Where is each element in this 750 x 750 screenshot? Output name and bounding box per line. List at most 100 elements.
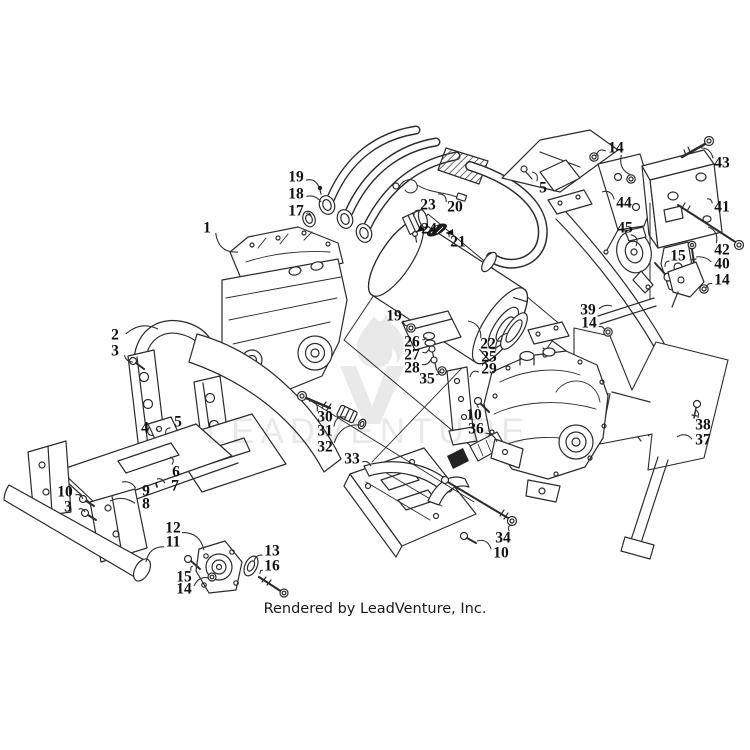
callout: 23 [413,197,436,218]
callout-label-19[interactable]: 19 [386,308,402,325]
callout-label-26[interactable]: 26 [404,334,420,351]
callout: 43 [700,147,730,172]
callout-leader [169,456,174,465]
callout: 42 [707,226,730,259]
callout-label-10[interactable]: 10 [57,484,73,501]
callout: 44 [601,190,632,212]
callout-label-3[interactable]: 3 [64,499,72,516]
callout: 18 [288,186,322,203]
callout-label-15[interactable]: 15 [176,569,192,586]
callout-leader [78,508,86,513]
callout-label-33[interactable]: 33 [344,451,360,468]
callout-leader [476,539,492,550]
callout: 4 [141,420,159,437]
callout: 12 [165,520,205,551]
callout: 16 [259,558,280,575]
callout-label-22[interactable]: 22 [480,336,496,353]
callout-label-31[interactable]: 31 [317,423,333,440]
callout-label-21[interactable]: 21 [450,234,466,251]
callout-label-36[interactable]: 36 [468,421,484,438]
callout-leader [145,546,165,563]
callout-label-38[interactable]: 38 [695,417,711,434]
callout-leader [402,320,409,327]
callout-leader [422,336,427,341]
callout: 7 [156,478,179,495]
callout: 37 [676,432,711,449]
callout-label-1[interactable]: 1 [203,220,211,237]
gearcase-illustration [447,347,609,503]
callout-label-2[interactable]: 2 [111,327,119,344]
callout-label-23[interactable]: 23 [420,197,436,214]
callout-leader [469,370,480,378]
callout-label-15[interactable]: 15 [670,248,686,265]
callout-leader [193,577,210,587]
callout-leader [123,355,134,363]
callout-label-28[interactable]: 28 [404,360,420,377]
callout: 40 [695,256,730,273]
callout: 33 [344,451,372,468]
callout-label-37[interactable]: 37 [695,432,711,449]
callout-label-44[interactable]: 44 [616,195,632,212]
callout-label-11[interactable]: 11 [166,534,181,551]
callout-label-32[interactable]: 32 [317,439,333,456]
spark-arrestor-illustration [401,209,447,243]
alignment-lines [305,367,475,503]
callout-label-41[interactable]: 41 [714,199,730,216]
callout: 14 [176,577,210,598]
callout-label-20[interactable]: 20 [447,199,463,216]
callout: 19 [386,308,409,327]
callout: 5 [165,414,182,436]
callout-label-17[interactable]: 17 [288,203,304,220]
callout-label-12[interactable]: 12 [165,520,181,537]
callout-label-16[interactable]: 16 [264,558,280,575]
support-bracket-illustration [446,366,490,446]
callout-label-3[interactable]: 3 [111,343,119,360]
callout-label-25[interactable]: 25 [481,349,497,366]
callout-label-19[interactable]: 19 [288,169,304,186]
callout-leader [215,232,239,253]
callout-label-14[interactable]: 14 [176,581,192,598]
callout-label-30[interactable]: 30 [317,409,333,426]
watermark-text: LEADVENTURE [206,412,531,451]
callout-label-27[interactable]: 27 [404,347,420,364]
callout-label-39[interactable]: 39 [580,302,596,319]
callout-label-4[interactable]: 4 [141,420,149,437]
callout-leader [422,348,430,354]
callout-label-43[interactable]: 43 [714,155,730,172]
callout-label-29[interactable]: 29 [481,361,497,378]
leader-arrowhead [417,224,425,232]
callout: 24 [416,221,437,238]
callout-label-6[interactable]: 6 [172,464,180,481]
callout-label-14[interactable]: 14 [608,140,624,157]
callout-label-14[interactable]: 14 [714,272,730,289]
callout-label-10[interactable]: 10 [493,545,509,562]
callout-leader [476,403,480,409]
callout-label-10[interactable]: 10 [466,407,482,424]
callout-label-5[interactable]: 5 [539,180,547,197]
callout-label-42[interactable]: 42 [714,242,730,259]
callout-label-24[interactable]: 24 [421,221,437,238]
callout: 34 [495,524,513,547]
footer-credit: Rendered by LeadVenture, Inc. [263,601,487,617]
callout-leader [676,434,693,440]
callout-label-45[interactable]: 45 [617,220,633,237]
callout: 39 [580,302,613,319]
callout-label-7[interactable]: 7 [171,478,179,495]
callout-leader [165,427,171,436]
callout: 14 [595,140,632,176]
callout-label-34[interactable]: 34 [495,530,511,547]
callout: 45 [617,220,638,247]
callout-leader [190,565,194,571]
callout: 10 [57,484,84,501]
callout-label-18[interactable]: 18 [288,186,304,203]
callout-label-13[interactable]: 13 [264,543,280,560]
callout-label-5[interactable]: 5 [174,414,182,431]
callout-leader [121,481,137,489]
callout-leader [467,320,482,339]
callout-label-14[interactable]: 14 [581,315,597,332]
callout-label-40[interactable]: 40 [714,256,730,273]
callout-label-35[interactable]: 35 [419,371,435,388]
callout-label-9[interactable]: 9 [142,483,150,500]
callout-label-8[interactable]: 8 [142,496,150,513]
